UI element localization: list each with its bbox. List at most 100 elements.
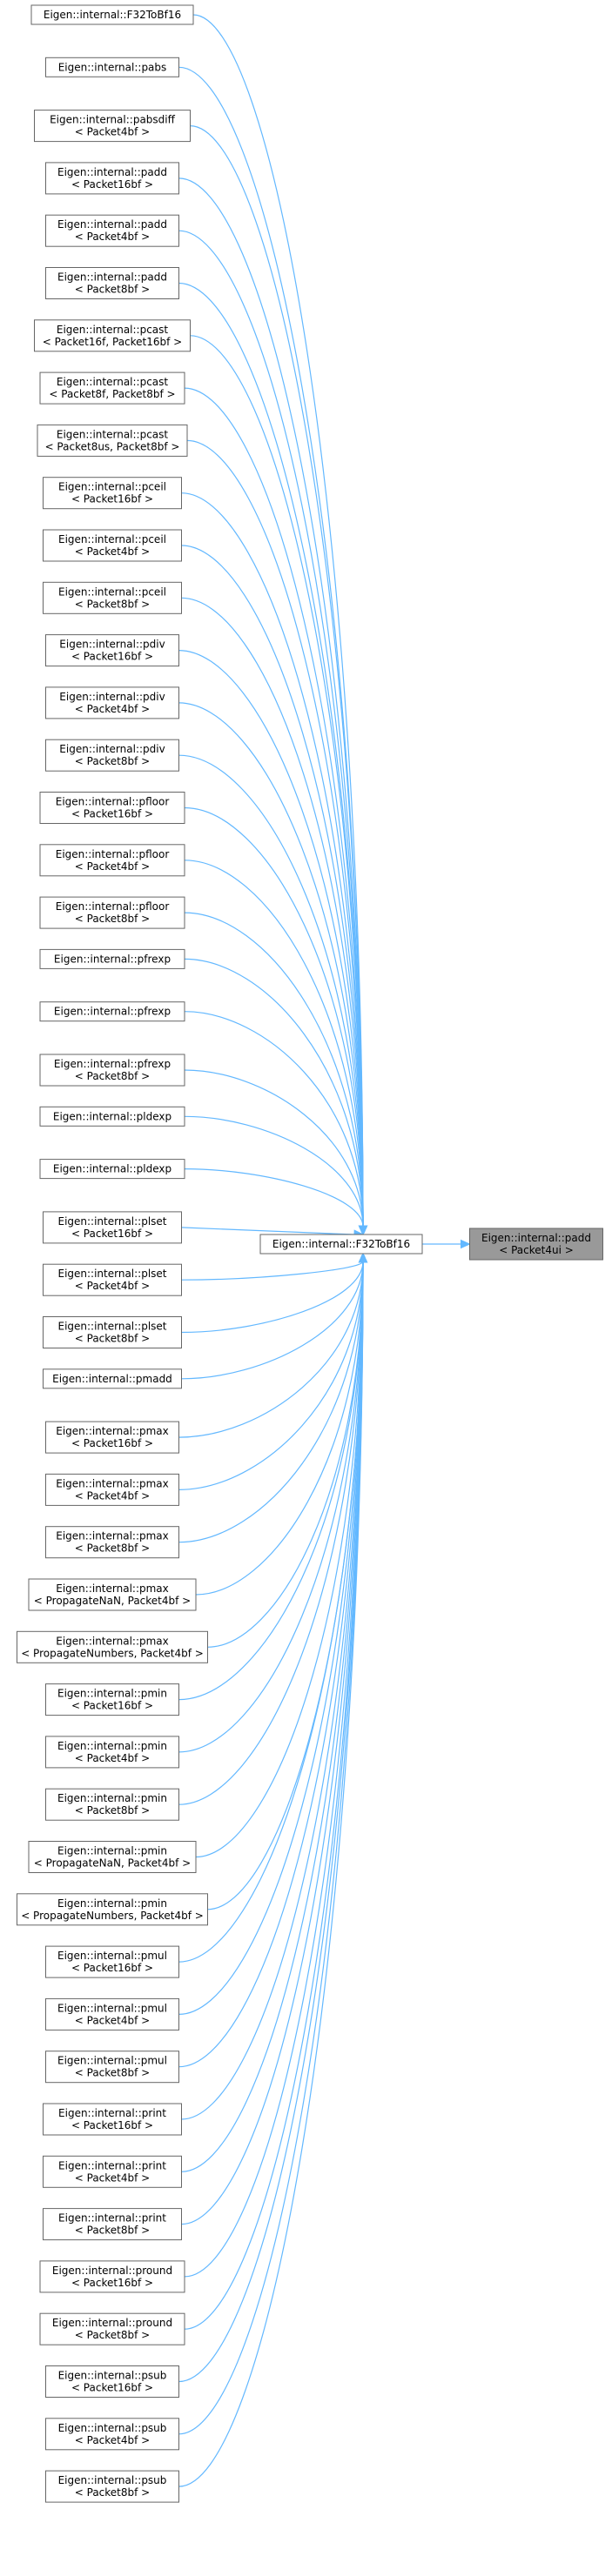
caller-node-label-line: Eigen::internal::F32ToBf16 xyxy=(44,9,181,21)
caller-node[interactable]: Eigen::internal::pround< Packet16bf > xyxy=(39,2260,185,2293)
caller-node-label-line: Eigen::internal::pfrexp xyxy=(54,1058,171,1070)
caller-node[interactable]: Eigen::internal::pmadd xyxy=(43,1368,182,1389)
caller-node[interactable]: Eigen::internal::psub< Packet4bf > xyxy=(45,2418,179,2451)
caller-node-box xyxy=(34,319,191,352)
caller-node[interactable]: Eigen::internal::plset< Packet16bf > xyxy=(43,1211,182,1244)
hub-node-f32tobf16-box xyxy=(259,1234,423,1255)
caller-node-box xyxy=(39,2260,185,2293)
caller-node-label-line: Eigen::internal::pmin xyxy=(57,1845,167,1857)
caller-node-label-line: Eigen::internal::pfrexp xyxy=(54,953,171,965)
caller-node[interactable]: Eigen::internal::pabs xyxy=(45,57,179,77)
caller-node-box xyxy=(39,1159,185,1180)
caller-node[interactable]: Eigen::internal::pfrexp< Packet8bf > xyxy=(39,1054,185,1087)
caller-node[interactable]: Eigen::internal::pcast< Packet8f, Packet… xyxy=(39,371,185,405)
caller-node-box xyxy=(43,1368,182,1389)
caller-node[interactable]: Eigen::internal::pmul< Packet8bf > xyxy=(45,2051,179,2084)
caller-node-box xyxy=(39,371,185,405)
caller-node[interactable]: Eigen::internal::pceil< Packet16bf > xyxy=(43,477,182,510)
caller-node[interactable]: Eigen::internal::pmax< PropagateNaN, Pac… xyxy=(28,1578,197,1611)
caller-node-box xyxy=(39,792,185,824)
caller-node[interactable]: Eigen::internal::pcast< Packet16f, Packe… xyxy=(34,319,191,352)
edge-caller-to-hub xyxy=(178,177,364,1228)
caller-node[interactable]: Eigen::internal::pfrexp xyxy=(39,1001,185,1022)
caller-node-label-line: Eigen::internal::pround xyxy=(52,2265,172,2277)
caller-node-box xyxy=(17,1630,208,1663)
caller-node-box xyxy=(30,4,194,25)
caller-node[interactable]: Eigen::internal::pmax< Packet8bf > xyxy=(45,1526,179,1559)
caller-node[interactable]: Eigen::internal::psub< Packet8bf > xyxy=(45,2470,179,2503)
caller-node[interactable]: Eigen::internal::pcast< Packet8us, Packe… xyxy=(37,424,188,457)
edges-layer xyxy=(178,14,471,2487)
caller-node[interactable]: Eigen::internal::pmin< Packet8bf > xyxy=(45,1788,179,1821)
caller-node[interactable]: Eigen::internal::pmin< Packet4bf > xyxy=(45,1736,179,1769)
caller-node[interactable]: Eigen::internal::print< Packet8bf > xyxy=(43,2208,182,2241)
caller-node[interactable]: Eigen::internal::psub< Packet16bf > xyxy=(45,2365,179,2398)
caller-node[interactable]: Eigen::internal::padd< Packet16bf > xyxy=(45,162,179,195)
caller-node[interactable]: Eigen::internal::padd< Packet8bf > xyxy=(45,267,179,299)
caller-node[interactable]: Eigen::internal::pfloor< Packet8bf > xyxy=(39,896,185,929)
edge-caller-to-hub xyxy=(184,1261,364,2278)
caller-node-label-line: Eigen::internal::plset xyxy=(57,1268,166,1280)
caller-node-label-line: < Packet4bf > xyxy=(75,545,150,558)
caller-node-label-line: < Packet16bf > xyxy=(71,178,153,191)
caller-node[interactable]: Eigen::internal::F32ToBf16 xyxy=(30,4,194,25)
caller-node[interactable]: Eigen::internal::print< Packet4bf > xyxy=(43,2155,182,2188)
caller-node[interactable]: Eigen::internal::pmin< Packet16bf > xyxy=(45,1683,179,1716)
caller-node[interactable]: Eigen::internal::pfloor< Packet16bf > xyxy=(39,792,185,824)
caller-node[interactable]: Eigen::internal::pmax< Packet16bf > xyxy=(45,1421,179,1454)
caller-node[interactable]: Eigen::internal::pabsdiff< Packet4bf > xyxy=(34,110,191,143)
caller-node-box xyxy=(45,1473,179,1506)
caller-node-label-line: < Packet16bf > xyxy=(71,1228,153,1240)
caller-node[interactable]: Eigen::internal::pdiv< Packet4bf > xyxy=(45,686,179,719)
caller-node-label-line: Eigen::internal::psub xyxy=(58,2370,167,2382)
caller-node[interactable]: Eigen::internal::pdiv< Packet8bf > xyxy=(45,739,179,772)
caller-node[interactable]: Eigen::internal::plset< Packet8bf > xyxy=(43,1316,182,1348)
edge-hub-to-target-arrow xyxy=(461,1239,471,1249)
caller-node-label-line: Eigen::internal::pmul xyxy=(57,2002,167,2014)
caller-node[interactable]: Eigen::internal::pfloor< Packet4bf > xyxy=(39,844,185,877)
caller-node[interactable]: Eigen::internal::pmin< PropagateNumbers,… xyxy=(17,1893,208,1926)
caller-node-label-line: < Packet8bf > xyxy=(75,284,150,296)
caller-node-box xyxy=(45,739,179,772)
caller-node-label-line: < Packet8bf > xyxy=(75,2225,150,2237)
caller-node-label-line: Eigen::internal::pceil xyxy=(58,533,166,545)
caller-node-label-line: Eigen::internal::pmadd xyxy=(52,1373,172,1385)
caller-node[interactable]: Eigen::internal::padd< Packet4bf > xyxy=(45,214,179,247)
caller-node-box xyxy=(43,2103,182,2136)
edge-caller-to-hub xyxy=(181,1227,355,1235)
caller-node-box xyxy=(43,581,182,614)
caller-node[interactable]: Eigen::internal::pmul< Packet4bf > xyxy=(45,1997,179,2031)
caller-node-label-line: < PropagateNumbers, Packet4bf > xyxy=(21,1647,204,1659)
caller-node-label-line: Eigen::internal::pfloor xyxy=(56,796,170,808)
caller-node[interactable]: Eigen::internal::pdiv< Packet16bf > xyxy=(45,634,179,667)
edge-caller-to-hub-arrow xyxy=(358,1252,368,1263)
caller-node[interactable]: Eigen::internal::pmul< Packet16bf > xyxy=(45,1945,179,1978)
caller-node-box xyxy=(43,1263,182,1296)
target-node-padd-packet4ui[interactable]: Eigen::internal::padd< Packet4ui > xyxy=(469,1228,603,1261)
edge-caller-to-hub xyxy=(195,1261,364,1596)
caller-node[interactable]: Eigen::internal::print< Packet16bf > xyxy=(43,2103,182,2136)
caller-node[interactable]: Eigen::internal::pceil< Packet8bf > xyxy=(43,581,182,614)
edge-caller-to-hub xyxy=(192,14,364,1228)
caller-node[interactable]: Eigen::internal::pfrexp xyxy=(39,948,185,969)
edge-caller-to-hub xyxy=(184,1261,364,2330)
caller-node[interactable]: Eigen::internal::pceil< Packet4bf > xyxy=(43,529,182,562)
caller-node[interactable]: Eigen::internal::pldexp xyxy=(39,1106,185,1127)
caller-node[interactable]: Eigen::internal::pmin< PropagateNaN, Pac… xyxy=(28,1841,197,1873)
caller-node-label-line: < Packet4bf > xyxy=(75,703,150,715)
caller-node-label-line: < Packet4bf > xyxy=(75,231,150,243)
caller-node[interactable]: Eigen::internal::plset< Packet4bf > xyxy=(43,1263,182,1296)
caller-node-box xyxy=(45,2365,179,2398)
hub-node-f32tobf16[interactable]: Eigen::internal::F32ToBf16 xyxy=(259,1234,423,1255)
edge-caller-to-hub xyxy=(181,1261,364,1281)
edge-caller-to-hub xyxy=(181,1261,364,1334)
caller-node[interactable]: Eigen::internal::pmax< Packet4bf > xyxy=(45,1473,179,1506)
edge-caller-to-hub xyxy=(178,1261,364,2383)
caller-node[interactable]: Eigen::internal::pmax< PropagateNumbers,… xyxy=(17,1630,208,1663)
caller-node[interactable]: Eigen::internal::pround< Packet8bf > xyxy=(39,2312,185,2345)
caller-node-label-line: < Packet8bf > xyxy=(75,1542,150,1555)
caller-node-box xyxy=(45,2418,179,2451)
caller-node-box xyxy=(45,1945,179,1978)
caller-node[interactable]: Eigen::internal::pldexp xyxy=(39,1159,185,1180)
